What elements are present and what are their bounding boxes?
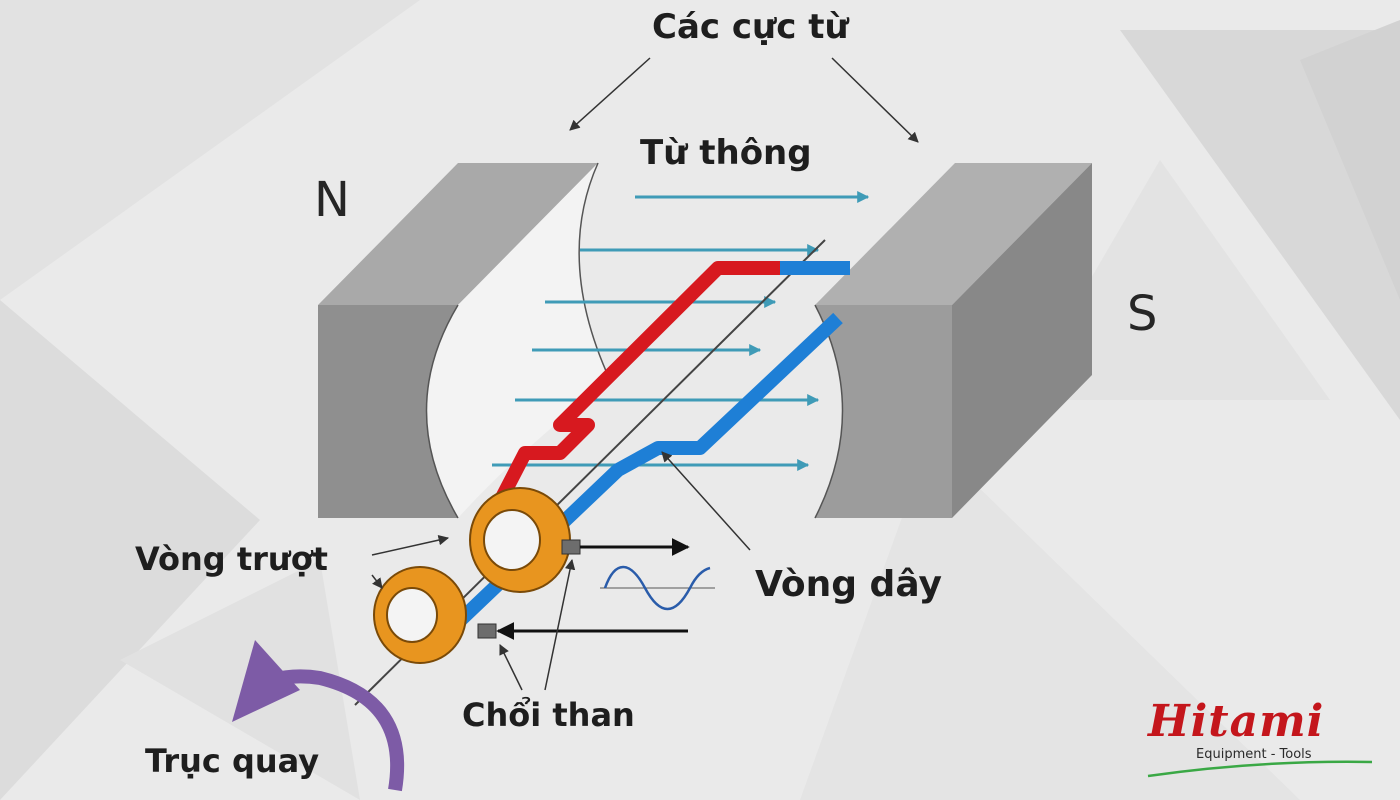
pointer-arrows: [371, 57, 919, 691]
poles-label: Các cực từ: [652, 7, 849, 47]
logo-tagline: Equipment - Tools: [1196, 747, 1312, 762]
logo-swoosh: [1147, 760, 1373, 778]
brush-upper: [561, 539, 581, 555]
red-wire: [473, 261, 780, 544]
slip-rings-label: Vòng trượt: [135, 540, 328, 578]
rotation-arrow-icon: [232, 640, 405, 792]
south-label: S: [1127, 286, 1158, 342]
brushes-label: Chổi than: [462, 696, 635, 734]
south-magnet: [814, 163, 1092, 519]
sine-wave: [600, 566, 715, 610]
axis-label: Trục quay: [145, 742, 320, 780]
slip-ring-upper: [469, 487, 571, 593]
flux-label: Từ thông: [640, 133, 812, 173]
north-label: N: [314, 172, 350, 228]
coil-label: Vòng dây: [755, 564, 942, 605]
flux-arrows: [492, 191, 870, 471]
brush-lower: [477, 623, 497, 639]
slip-ring-lower: [373, 566, 467, 664]
north-magnet: [318, 162, 611, 519]
logo-text: Hitami: [1148, 696, 1325, 747]
